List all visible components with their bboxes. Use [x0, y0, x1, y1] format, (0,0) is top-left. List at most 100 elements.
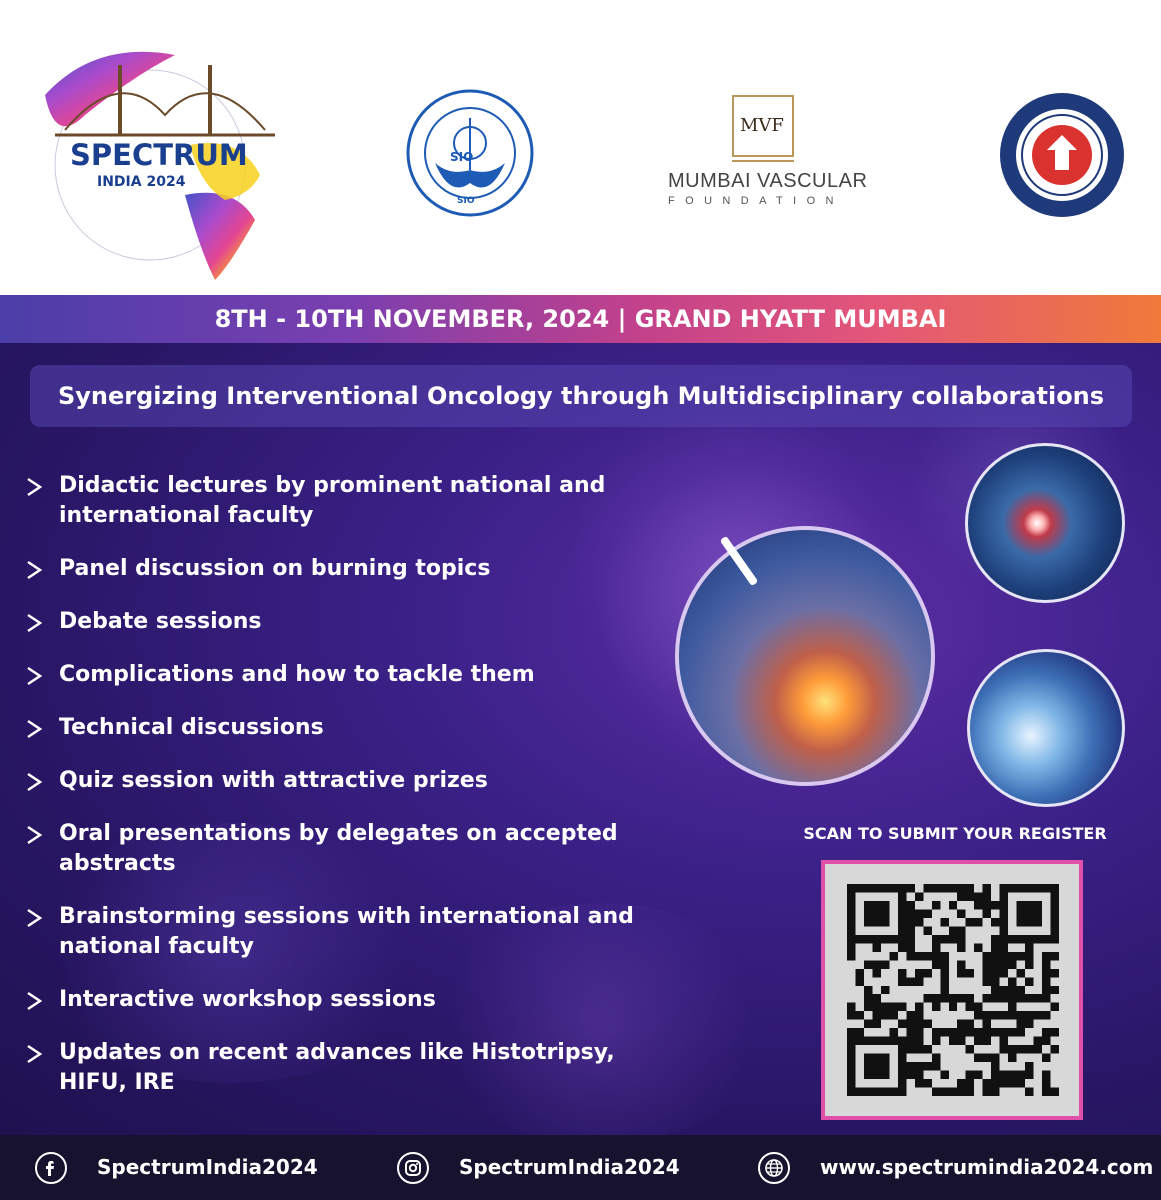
qr-module [991, 1053, 1000, 1063]
qr-module [1033, 1036, 1043, 1046]
thyroid-ablation-image [675, 526, 935, 786]
qr-module [991, 1087, 1000, 1096]
qr-module [948, 1087, 958, 1096]
qr-module [889, 1028, 898, 1037]
qr-module [957, 1028, 966, 1037]
qr-module [999, 943, 1009, 952]
qr-module [872, 1019, 881, 1029]
qr-module [931, 1028, 941, 1037]
mvf-logo-name: MUMBAI VASCULAR [668, 170, 868, 192]
qr-module [999, 1045, 1009, 1054]
qr-module [1016, 934, 1026, 944]
qr-module [855, 1011, 864, 1020]
qr-module [923, 1019, 932, 1029]
qr-module [897, 934, 907, 944]
qr-module [1016, 909, 1026, 918]
footer-website-url[interactable]: www.spectrumindia2024.com [820, 1155, 1154, 1179]
qr-module [863, 960, 873, 969]
qr-module [965, 1079, 975, 1088]
qr-module [897, 1053, 907, 1063]
qr-module [847, 917, 856, 927]
qr-module [1050, 968, 1059, 978]
qr-module [914, 892, 924, 901]
qr-module [1050, 1087, 1059, 1096]
chevron-right-icon [27, 1044, 43, 1064]
footer-bar: SpectrumIndia2024 SpectrumIndia2024 www.… [0, 1135, 1161, 1200]
facebook-icon[interactable] [35, 1152, 67, 1184]
qr-module [906, 1045, 915, 1054]
tagline-box: Synergizing Interventional Oncology thro… [30, 365, 1132, 427]
qr-module [974, 1011, 983, 1020]
qr-module [999, 884, 1009, 893]
qr-module [999, 985, 1009, 995]
qr-code-frame[interactable] [821, 860, 1083, 1120]
feature-line: Didactic lectures by prominent national … [59, 473, 606, 498]
qr-module [948, 884, 958, 893]
qr-module [991, 900, 1000, 910]
qr-module [1016, 1028, 1026, 1037]
qr-module [863, 985, 873, 995]
qr-module [1008, 934, 1017, 944]
qr-module [982, 892, 992, 901]
qr-module [847, 926, 856, 935]
qr-module [889, 1002, 898, 1012]
qr-module [847, 1087, 856, 1096]
qr-module [897, 909, 907, 918]
qr-module [1016, 1070, 1026, 1080]
qr-module [1008, 1045, 1017, 1054]
qr-module [880, 1053, 890, 1063]
qr-module [982, 1028, 992, 1037]
qr-module [923, 968, 932, 978]
qr-module [948, 934, 958, 944]
date-banner: 8TH - 10TH NOVEMBER, 2024 | GRAND HYATT … [0, 295, 1161, 343]
qr-module [999, 968, 1009, 978]
qr-module [965, 892, 975, 901]
qr-module [1050, 926, 1059, 935]
qr-module [872, 909, 881, 918]
qr-module [914, 917, 924, 927]
chevron-right-icon [27, 613, 43, 633]
footer-instagram-handle[interactable]: SpectrumIndia2024 [459, 1155, 680, 1179]
globe-icon[interactable] [758, 1152, 790, 1184]
qr-module [880, 884, 890, 893]
qr-module [1033, 900, 1043, 910]
instagram-icon[interactable] [397, 1152, 429, 1184]
qr-module [847, 1053, 856, 1063]
qr-module [991, 1011, 1000, 1020]
qr-module [931, 1053, 941, 1063]
chevron-right-icon [27, 666, 43, 686]
qr-module [872, 968, 881, 978]
qr-module [1025, 917, 1034, 927]
qr-module [1016, 900, 1026, 910]
qr-module [991, 994, 1000, 1003]
chevron-right-icon [27, 908, 43, 928]
qr-module [1016, 994, 1026, 1003]
qr-module [863, 1062, 873, 1071]
qr-module [1008, 951, 1017, 961]
qr-module [1025, 1087, 1034, 1096]
qr-module [965, 1028, 975, 1037]
qr-module [991, 977, 1000, 986]
qr-module [1033, 909, 1043, 918]
qr-module [1016, 951, 1026, 961]
qr-module [906, 1036, 915, 1046]
qr-module [982, 951, 992, 961]
qr-module [923, 884, 932, 893]
qr-module [1050, 951, 1059, 961]
qr-module [982, 884, 992, 893]
qr-module [1042, 1079, 1051, 1088]
qr-code[interactable] [847, 884, 1059, 1096]
header-logos: SPECTRUM INDIA 2024 SIO SIO MVF MUMBAI V… [0, 0, 1161, 295]
qr-module [923, 994, 932, 1003]
qr-module [1016, 884, 1026, 893]
footer-facebook-handle[interactable]: SpectrumIndia2024 [97, 1155, 318, 1179]
qr-module [1025, 909, 1034, 918]
qr-module [940, 968, 949, 978]
qr-module [872, 1070, 881, 1080]
qr-module [889, 1011, 898, 1020]
qr-module [1033, 934, 1043, 944]
lung-tumor-image [965, 443, 1125, 603]
qr-module [965, 968, 975, 978]
feature-line: Quiz session with attractive prizes [59, 768, 488, 793]
qr-module [847, 934, 856, 944]
